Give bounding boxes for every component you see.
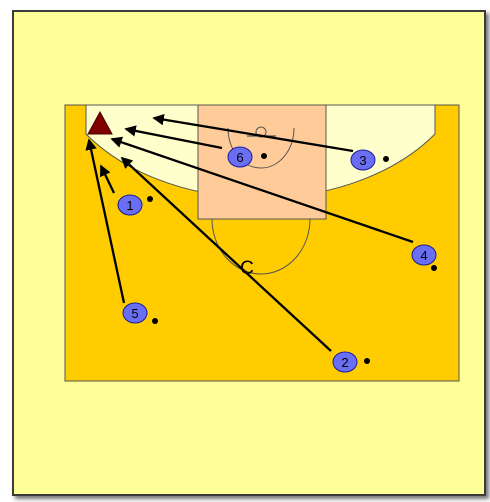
player-1: 1 bbox=[117, 194, 153, 216]
player-1-marker bbox=[117, 194, 143, 216]
player-6-marker bbox=[227, 146, 253, 168]
shooting-spot-cone bbox=[87, 110, 113, 135]
cut-path-player-6 bbox=[124, 125, 223, 150]
cut-paths bbox=[85, 113, 414, 352]
player-2: 2 bbox=[332, 351, 370, 373]
cut-path-player-2 bbox=[120, 156, 332, 352]
player-6: 6 bbox=[227, 146, 267, 168]
ball-icon bbox=[364, 358, 370, 364]
player-6-label: 6 bbox=[236, 150, 243, 165]
free-throw-circle bbox=[211, 218, 311, 275]
player-5-label: 5 bbox=[131, 306, 138, 321]
player-3-label: 3 bbox=[359, 153, 366, 168]
player-5-marker bbox=[122, 302, 148, 324]
cut-path-player-1 bbox=[99, 164, 116, 194]
ball-icon bbox=[152, 318, 158, 324]
ball-icon bbox=[431, 265, 437, 271]
player-4: 4 bbox=[411, 244, 437, 271]
player-1-label: 1 bbox=[126, 198, 133, 213]
player-5: 5 bbox=[122, 302, 158, 324]
cut-path-player-5 bbox=[85, 138, 126, 304]
ball-icon bbox=[147, 196, 153, 202]
ball-icon bbox=[261, 153, 267, 159]
player-4-marker bbox=[411, 244, 437, 266]
player-2-label: 2 bbox=[341, 355, 348, 370]
player-4-label: 4 bbox=[420, 248, 427, 263]
cut-path-player-3 bbox=[152, 113, 354, 153]
diagram-frame: C 6 3 1 4 5 2 bbox=[12, 10, 486, 496]
coach-label: C bbox=[240, 258, 254, 279]
cut-path-player-4 bbox=[110, 136, 414, 244]
player-2-marker bbox=[332, 351, 358, 373]
paint-lane bbox=[197, 104, 327, 220]
ball-icon bbox=[383, 156, 389, 162]
player-3: 3 bbox=[350, 149, 389, 171]
basketball-half-court-diagram: C 6 3 1 4 5 2 bbox=[64, 104, 460, 382]
restricted-arc bbox=[227, 127, 295, 169]
rim bbox=[255, 126, 267, 138]
player-3-marker bbox=[350, 149, 376, 171]
